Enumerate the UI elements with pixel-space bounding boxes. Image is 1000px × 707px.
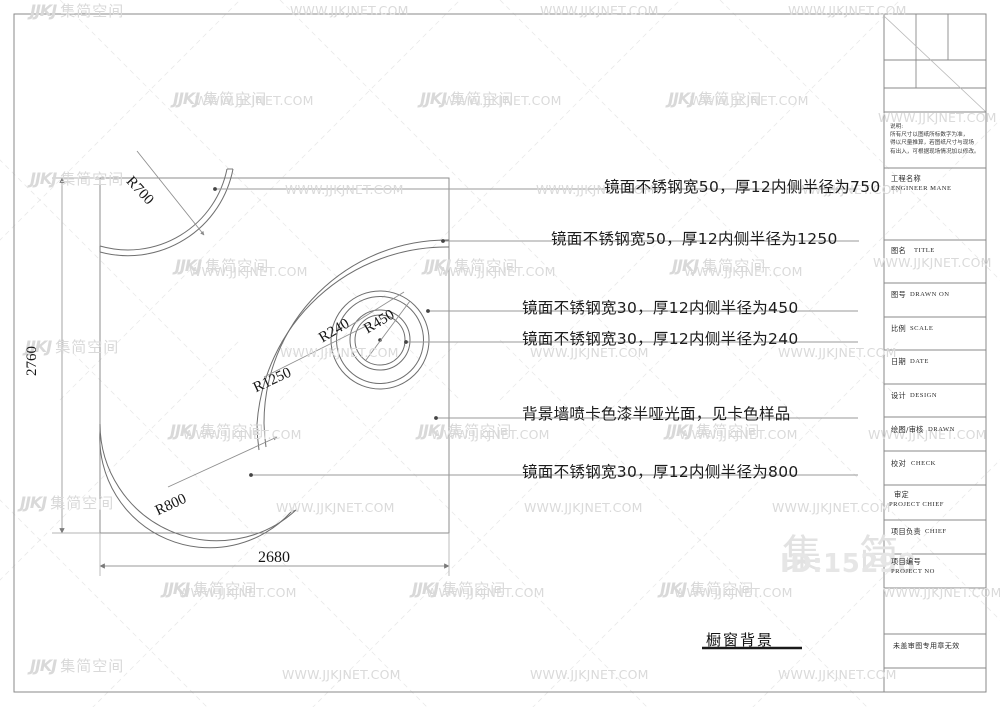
title-block-row-title-en: TITLE	[914, 247, 935, 254]
dimension-2680	[99, 533, 450, 576]
title-block-row-project-no-en: PROJECT NO	[891, 568, 935, 575]
title-block-row-scale-en: SCALE	[910, 325, 934, 332]
title-block-row-engineer-name-cn: 工程名称	[891, 174, 921, 183]
title-block-row-engineer-name-en: ENGINEER MANE	[891, 185, 952, 192]
sheet-frame	[13, 13, 987, 693]
center-point	[378, 338, 382, 342]
title-block-row-drawing-no-en: DRAWN ON	[910, 291, 950, 298]
elevation-outline	[99, 177, 450, 534]
dimension-label-2680: 2680	[258, 549, 290, 566]
title-block-row-check-cn: 校对	[891, 459, 906, 468]
title-block-notes: 说明: 所有尺寸以图纸所标数字为准， 得以尺量推算，若图纸尺寸与现场 有出入，可…	[890, 123, 980, 156]
title-block-row-drawn-en: DRAWN	[928, 426, 955, 433]
title-block-row-project-chief-cn: 审定	[894, 490, 909, 499]
radius-leaders	[136, 150, 411, 488]
annotation-note-r450: 镜面不锈钢宽30，厚12内侧半径为450	[522, 299, 799, 317]
title-block-notes-heading: 说明:	[890, 124, 904, 130]
annotation-note-r240: 镜面不锈钢宽30，厚12内侧半径为240	[522, 330, 799, 348]
annotation-note-r800: 镜面不锈钢宽30，厚12内侧半径为800	[522, 463, 799, 481]
title-block-row-scale-cn: 比例	[891, 324, 906, 333]
title-block-notes-line: 得以尺量推算，若图纸尺寸与现场	[890, 140, 974, 147]
title-block-stamp-note: 未盖审图专用章无效	[893, 642, 960, 650]
title-block-row-design-cn: 设计	[891, 391, 906, 400]
title-block-notes-line: 有出入，可根据现场情况加以修改。	[890, 148, 980, 155]
title-block-row-project-no-cn: 项目编号	[891, 557, 921, 566]
annotation-note-wall: 背景墙喷卡色漆半哑光面，见卡色样品	[522, 405, 791, 423]
title-block-row-date-cn: 日期	[891, 357, 906, 366]
title-block-row-drawn-cn: 绘图/审核	[891, 425, 924, 434]
annotation-note-r1250: 镜面不锈钢宽50，厚12内侧半径为1250	[551, 230, 838, 248]
title-block-grid	[883, 14, 987, 669]
curve-r450	[330, 290, 430, 390]
curve-r800	[99, 423, 297, 549]
title-block-row-drawing-no-cn: 图号	[891, 290, 906, 299]
title-block-row-project-chief-en: PROJECT CHIEF	[889, 501, 944, 508]
title-block-row-check-en: CHECK	[911, 460, 936, 467]
dimension-label-2760: 2760	[24, 346, 40, 376]
title-block-notes-line: 所有尺寸以图纸所标数字为准，	[890, 132, 969, 139]
annotation-note-r750: 镜面不锈钢宽50，厚12内侧半径为750	[604, 178, 881, 196]
dimension-2760	[52, 177, 100, 534]
curve-r1250	[256, 239, 450, 451]
title-block-row-design-en: DESIGN	[910, 392, 938, 399]
title-block-row-date-en: DATE	[910, 358, 929, 365]
title-block-row-title-cn: 图名	[891, 246, 906, 255]
note-leaders	[213, 187, 859, 477]
curve-r240	[349, 309, 411, 371]
sheet-title: 橱窗背景	[706, 631, 775, 649]
curve-r700	[99, 168, 234, 257]
title-block-row-chief-cn: 项目负责	[891, 527, 921, 536]
title-block-row-chief-en: CHIEF	[925, 528, 947, 535]
